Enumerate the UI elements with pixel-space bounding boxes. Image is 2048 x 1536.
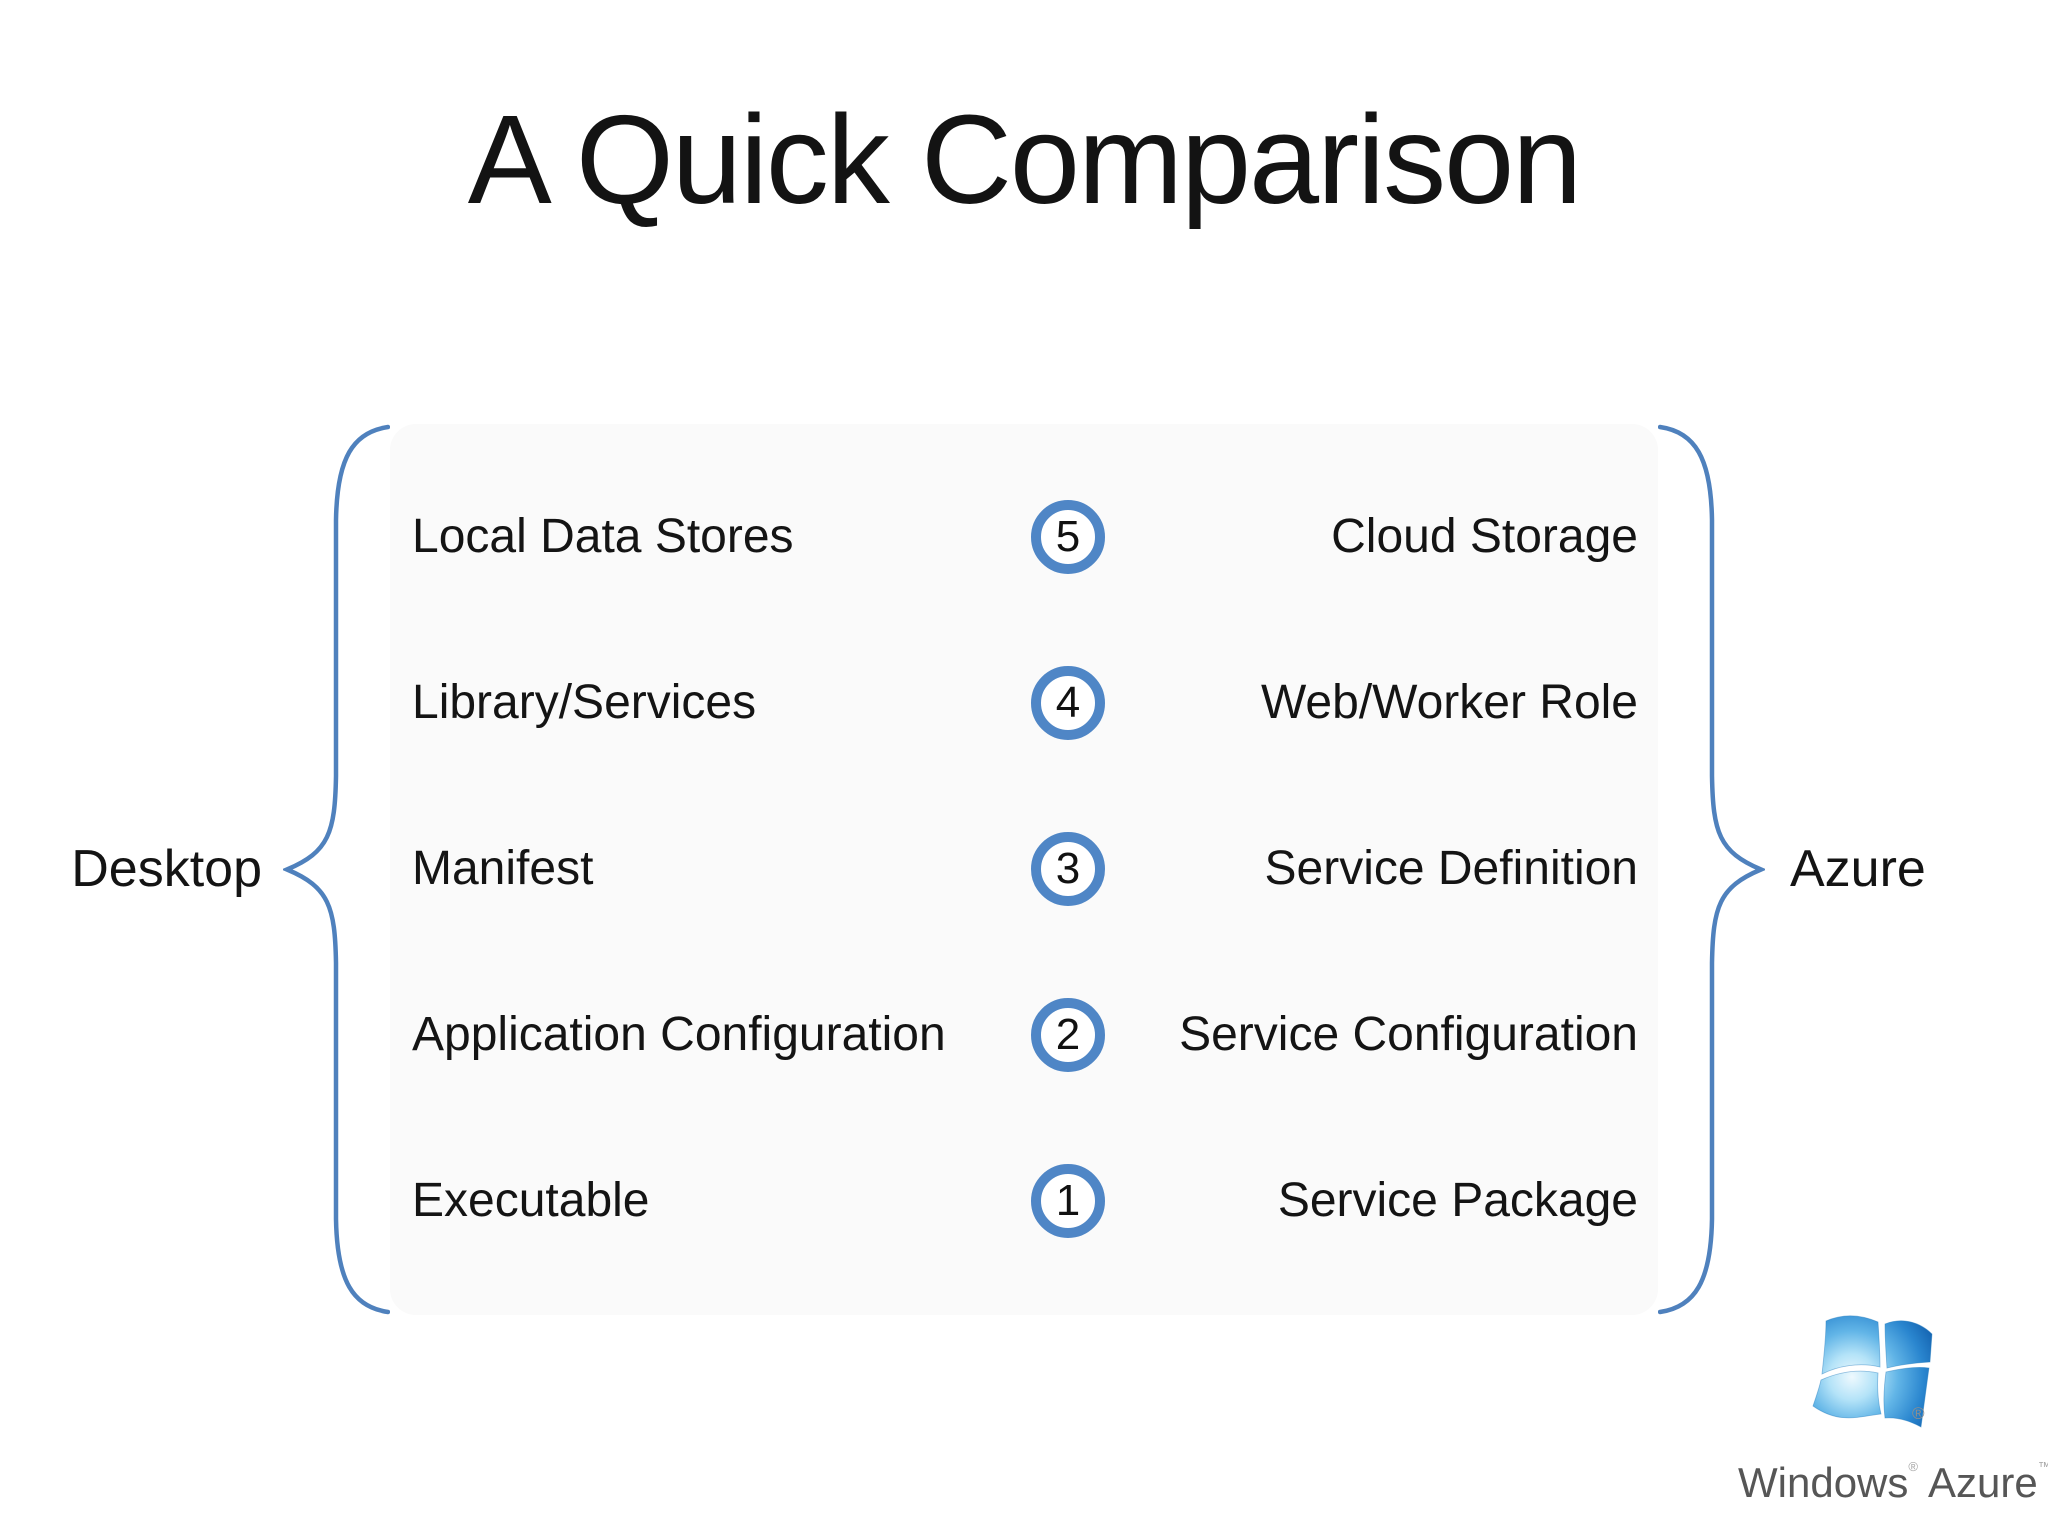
step-number-badge: 1 bbox=[1031, 1164, 1105, 1238]
right-brace-icon bbox=[1658, 424, 1765, 1315]
azure-item-label: Service Package bbox=[1277, 1174, 1638, 1227]
windows-flag-icon bbox=[1812, 1315, 1933, 1428]
desktop-group-label: Desktop bbox=[71, 840, 262, 898]
registered-trademark-symbol: ® bbox=[1912, 1404, 1925, 1423]
step-number: 3 bbox=[1055, 844, 1081, 893]
step-number: 5 bbox=[1055, 512, 1081, 561]
azure-trademark-symbol: ™ bbox=[2037, 1459, 2048, 1474]
azure-item-label: Service Configuration bbox=[1179, 1008, 1638, 1061]
azure-item-label: Service Definition bbox=[1264, 842, 1639, 895]
desktop-item-label: Application Configuration bbox=[412, 1008, 946, 1061]
desktop-item-label: Executable bbox=[412, 1174, 650, 1227]
desktop-item-label: Manifest bbox=[412, 842, 594, 895]
slide-title: A Quick Comparison bbox=[467, 89, 1582, 230]
step-number-badge: 3 bbox=[1031, 832, 1105, 906]
step-number-badge: 4 bbox=[1031, 666, 1105, 740]
left-brace-icon bbox=[283, 424, 390, 1315]
step-number: 2 bbox=[1055, 1010, 1081, 1059]
azure-item-label: Cloud Storage bbox=[1331, 510, 1638, 563]
step-number-badge: 5 bbox=[1031, 500, 1105, 574]
azure-group-label: Azure bbox=[1790, 840, 1926, 898]
desktop-item-label: Local Data Stores bbox=[412, 510, 794, 563]
azure-word: Azure bbox=[1927, 1459, 2038, 1506]
windows-azure-wordmark: Windows® Azure™ bbox=[1738, 1444, 2048, 1506]
comparison-panel-background bbox=[390, 424, 1658, 1315]
windows-word: Windows bbox=[1738, 1459, 1909, 1506]
windows-trademark-symbol: ® bbox=[1908, 1459, 1918, 1474]
desktop-item-label: Library/Services bbox=[412, 676, 757, 729]
azure-item-label: Web/Worker Role bbox=[1260, 676, 1638, 729]
step-number: 1 bbox=[1055, 1176, 1081, 1225]
step-number: 4 bbox=[1055, 678, 1081, 727]
step-number-badge: 2 bbox=[1031, 998, 1105, 1072]
